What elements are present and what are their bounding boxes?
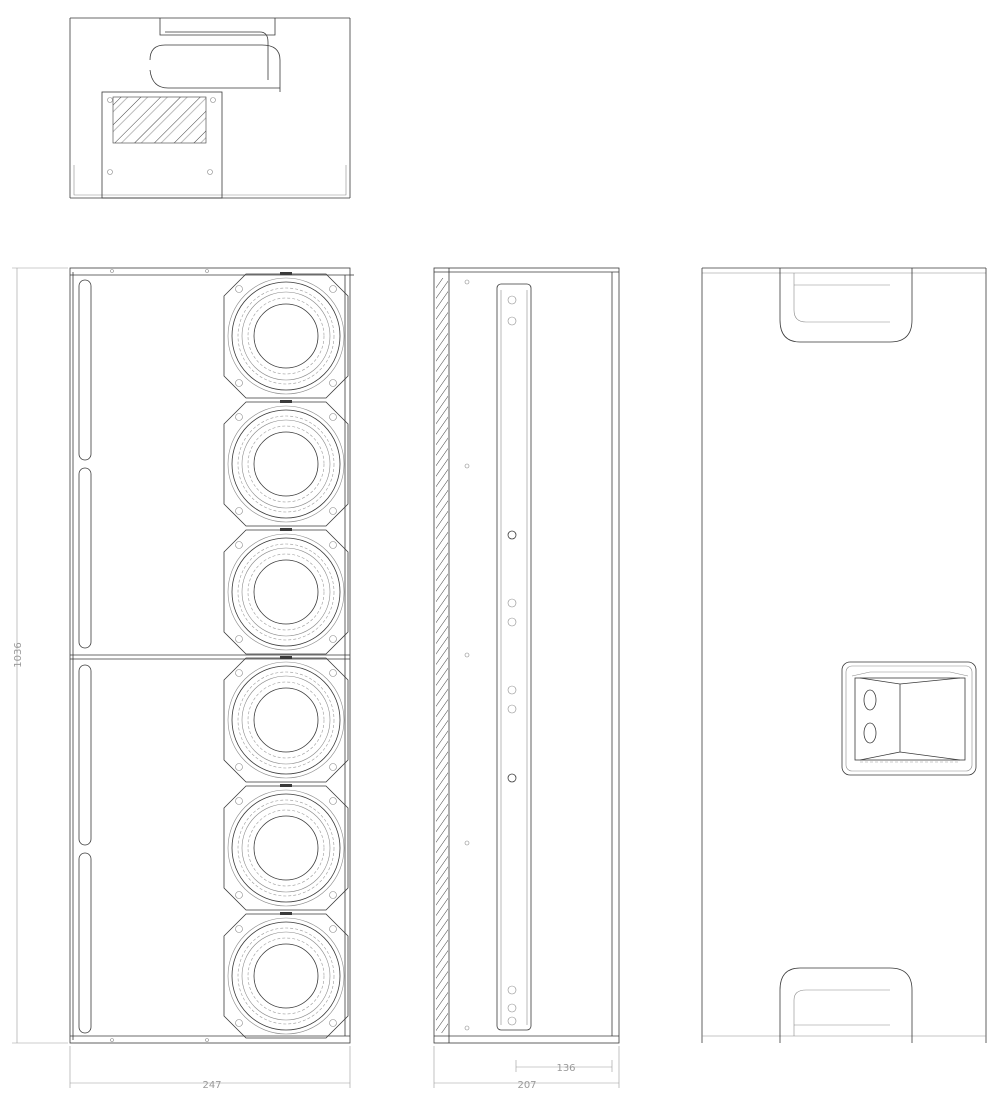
side-view xyxy=(433,267,620,1044)
driver-module xyxy=(223,272,349,399)
driver-module xyxy=(223,784,349,911)
top-view xyxy=(69,17,351,199)
back-view xyxy=(701,267,987,1043)
front-view xyxy=(69,267,354,1044)
driver-module xyxy=(223,528,349,655)
connector-plate xyxy=(841,661,977,776)
driver-module xyxy=(223,912,349,1039)
dimension-lines xyxy=(12,267,620,1088)
dim-front-height: 1036 xyxy=(13,642,24,667)
top-hatched-panel xyxy=(112,96,207,144)
driver-stack xyxy=(223,272,349,1039)
side-grille-hatching xyxy=(436,278,448,1033)
driver-module xyxy=(223,656,349,783)
mounting-rail xyxy=(496,283,532,1031)
dim-side-total-depth: 207 xyxy=(517,1080,536,1091)
dim-front-width: 247 xyxy=(202,1080,221,1091)
dim-side-inner-depth: 136 xyxy=(556,1063,575,1074)
driver-module xyxy=(223,400,349,527)
